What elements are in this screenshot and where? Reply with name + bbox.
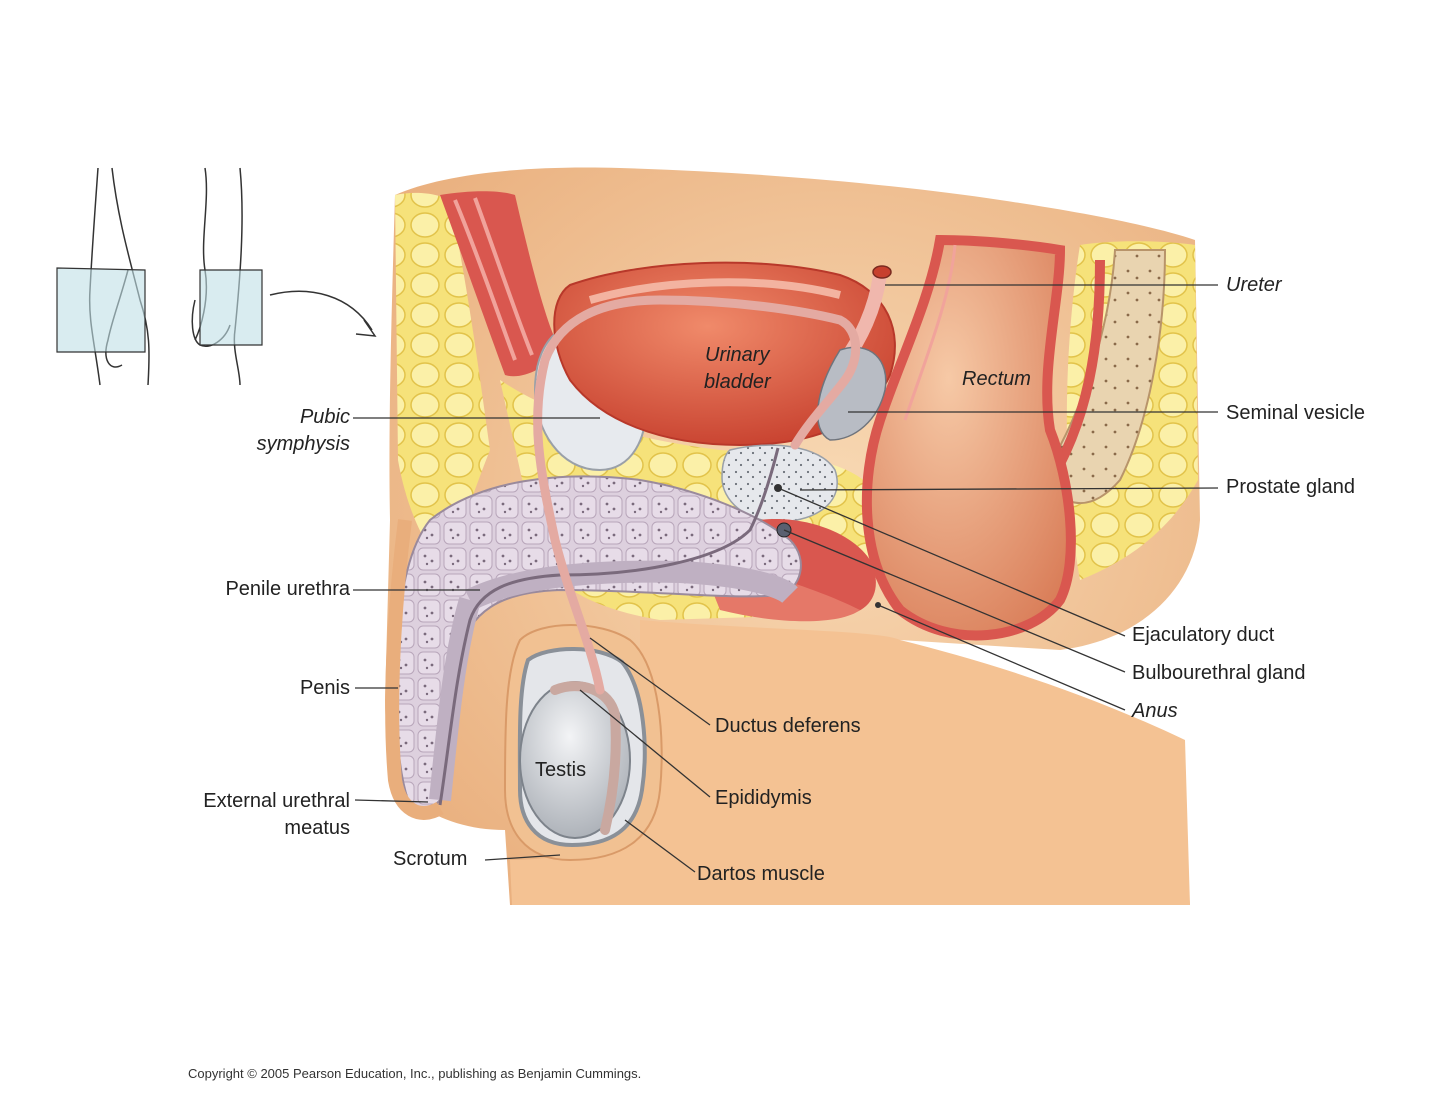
leader-dartos-muscle: [624, 819, 696, 873]
abdominal-muscle-stripe: [453, 199, 517, 361]
leader-ejaculatory-duct: [777, 487, 1126, 637]
label-ureter: Ureter: [1226, 274, 1282, 296]
leader-external-urethral-meatus: [354, 799, 429, 803]
abdominal-fat: [395, 192, 490, 560]
epididymis: [550, 681, 621, 835]
label-external-urethral-meatus-line1: External urethral: [203, 790, 350, 812]
label-testis: Testis: [535, 759, 587, 781]
inset-plane-right: [199, 269, 263, 346]
inset-plane-left: [56, 267, 146, 353]
label-external-urethral-meatus-line2: meatus: [284, 817, 350, 839]
abdominal-muscle-stripe: [473, 197, 534, 356]
label-penis: Penis: [299, 677, 350, 699]
label-anus: Anus: [1132, 700, 1178, 722]
thigh: [510, 620, 1190, 905]
label-seminal-vesicle: Seminal vesicle: [1226, 402, 1365, 424]
label-penile-urethra: Penile urethra: [225, 578, 350, 600]
copyright-notice: Copyright © 2005 Pearson Education, Inc.…: [188, 1066, 642, 1081]
label-prostate-gland: Prostate gland: [1226, 476, 1355, 498]
inset-arrow: [269, 290, 373, 331]
rectum-wall-stripe: [903, 244, 957, 421]
leader-scrotum: [484, 854, 561, 861]
leader-bulbourethral-gland: [783, 529, 1126, 673]
rectum: [861, 234, 1076, 641]
label-pubic-symphysis-line1: Pubic: [299, 406, 350, 428]
urethra: [438, 447, 780, 806]
ureter-opening: [872, 265, 892, 279]
corpus-spongiosum: [465, 560, 798, 610]
label-epididymis: Epididymis: [715, 787, 812, 809]
penile-skin: [385, 519, 444, 820]
corpus-spongiosum-distal: [429, 596, 481, 802]
label-ejaculatory-duct: Ejaculatory duct: [1132, 624, 1275, 646]
seminal-vesicle: [817, 346, 887, 441]
leader-epididymis: [579, 689, 711, 798]
label-urinary-bladder-line2: bladder: [704, 371, 771, 393]
leader-lines: [353, 284, 1219, 873]
label-pubic-symphysis-line2: symphysis: [256, 433, 350, 455]
label-rectum: Rectum: [962, 368, 1031, 390]
leader-prostate-gland: [799, 487, 1219, 491]
label-urinary-bladder-line1: Urinary: [705, 344, 770, 366]
bladder-highlight: [588, 278, 841, 304]
inset-arrow-head: [355, 319, 377, 337]
label-bulbourethral-gland: Bulbourethral gland: [1132, 662, 1306, 684]
label-dartos-muscle: Dartos muscle: [697, 863, 825, 885]
leader-ductus-deferens: [589, 637, 711, 726]
leader-anus: [877, 604, 1126, 711]
ductus-deferens: [533, 295, 861, 695]
label-ductus-deferens: Ductus deferens: [715, 715, 861, 737]
label-scrotum: Scrotum: [393, 848, 468, 870]
